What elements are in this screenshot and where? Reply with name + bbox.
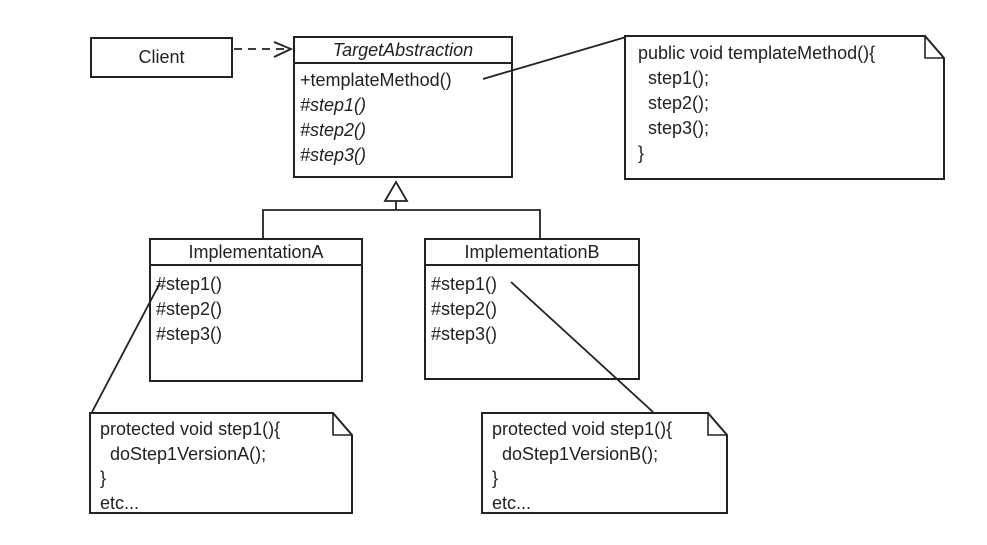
- note-line: }: [638, 143, 645, 163]
- note-step1-version-b-fold-icon: [707, 413, 727, 436]
- generalization-triangle-icon: [383, 180, 409, 202]
- class-client-name: Client: [138, 47, 185, 67]
- dependency-arrowhead-icon: [273, 41, 294, 58]
- class-target-abstraction-methods: +templateMethod() #step1() #step2() #ste…: [295, 64, 511, 168]
- note-line: protected void step1(){: [492, 419, 673, 439]
- class-implementation-b-name: ImplementationB: [426, 240, 638, 266]
- note-line: doStep1VersionA();: [100, 443, 267, 464]
- method-b-step1: #step1(): [431, 274, 498, 294]
- note-line: }: [492, 468, 499, 488]
- method-a-step2: #step2(): [156, 299, 223, 319]
- class-implementation-b: ImplementationB #step1() #step2() #step3…: [424, 238, 640, 380]
- method-a-step1: #step1(): [156, 274, 223, 294]
- class-implementation-a-methods: #step1() #step2() #step3(): [151, 266, 361, 347]
- note-line: protected void step1(){: [100, 419, 281, 439]
- note-template-method-text: public void templateMethod(){ step1(); s…: [625, 38, 925, 166]
- class-implementation-b-methods: #step1() #step2() #step3(): [426, 266, 638, 347]
- note-line: step3();: [638, 118, 710, 138]
- note-connector-step1-a: [91, 282, 161, 413]
- note-template-method-fold-icon: [924, 36, 944, 59]
- note-step1-version-b-text: protected void step1(){ doStep1VersionB(…: [482, 415, 710, 515]
- note-line: doStep1VersionB();: [492, 443, 659, 464]
- note-template-method-body: [624, 35, 945, 180]
- class-client: Client: [90, 37, 233, 78]
- note-connector-step1-b: [510, 281, 654, 413]
- method-step3-abstract: #step3(): [300, 145, 367, 165]
- method-step2-abstract: #step2(): [300, 120, 367, 140]
- note-line: etc...: [492, 492, 532, 513]
- note-connector-template-method: [482, 36, 627, 80]
- class-implementation-a: ImplementationA #step1() #step2() #step3…: [149, 238, 363, 382]
- note-step1-version-a-text: protected void step1(){ doStep1VersionA(…: [90, 415, 335, 515]
- note-line: public void templateMethod(){: [638, 43, 876, 63]
- method-a-step3: #step3(): [156, 324, 223, 344]
- class-target-abstraction: TargetAbstraction +templateMethod() #ste…: [293, 36, 513, 178]
- note-line: step2();: [638, 93, 710, 113]
- note-step1-version-a-body: [89, 412, 353, 514]
- method-b-step2: #step2(): [431, 299, 498, 319]
- generalization-branch: [262, 209, 541, 238]
- method-b-step3: #step3(): [431, 324, 498, 344]
- method-template-method: +templateMethod(): [300, 70, 452, 90]
- class-implementation-a-name: ImplementationA: [151, 240, 361, 266]
- note-line: step1();: [638, 68, 710, 88]
- note-step1-version-b-body: [481, 412, 728, 514]
- note-step1-version-a-fold-icon: [332, 413, 352, 436]
- method-step1-abstract: #step1(): [300, 95, 367, 115]
- class-target-abstraction-name: TargetAbstraction: [295, 38, 511, 64]
- note-line: etc...: [100, 492, 140, 513]
- note-line: }: [100, 468, 107, 488]
